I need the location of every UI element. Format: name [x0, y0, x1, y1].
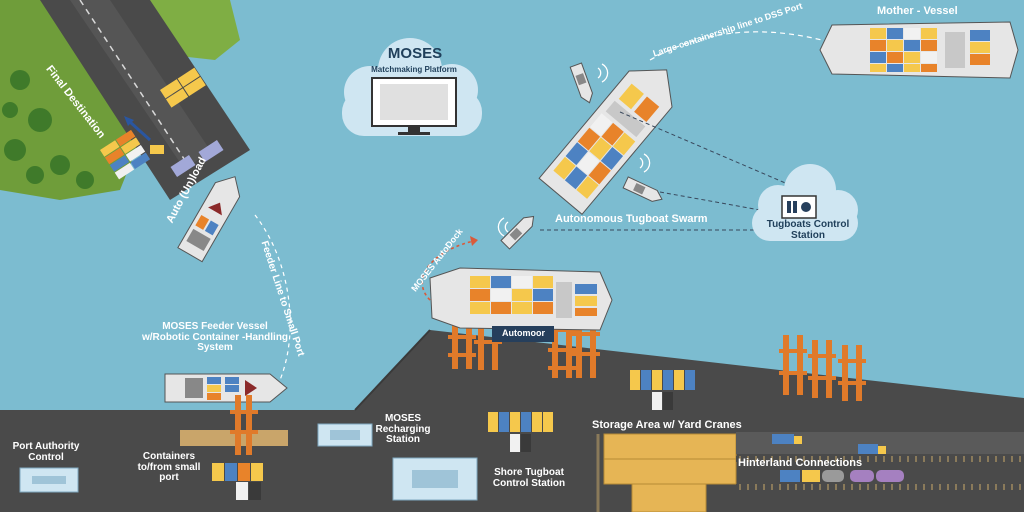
control-panel-icon: [781, 195, 817, 219]
automoor-box: [492, 326, 554, 342]
tugboats-control-station-label: Tugboats Control Station: [766, 219, 850, 241]
storage-area-lower: [631, 483, 707, 512]
direction-arrow: [128, 120, 152, 142]
hinterland-rail-top: [736, 456, 1024, 462]
autonomous-tugboat-swarm-label: Autonomous Tugboat Swarm: [555, 213, 708, 225]
mother-vessel: [819, 21, 1019, 79]
recharging-station-label: MOSES Recharging Station: [375, 413, 431, 445]
moses-logo: MOSES: [387, 45, 443, 62]
hinterland-connections-label: Hinterland Connections: [738, 457, 863, 469]
feeder-line-route: [254, 214, 291, 381]
tugboat-2: [622, 176, 663, 202]
tugboat-1: [569, 62, 593, 104]
pier-truck: [150, 145, 164, 154]
moses-feeder-vessel-label: MOSES Feeder Vessel w/Robotic Container …: [141, 321, 289, 353]
mother-vessel-label: Mother - Vessel: [877, 5, 958, 17]
small-port-crane: [230, 395, 258, 455]
pier-containers-2: [160, 67, 206, 108]
pier-lane-line: [79, 0, 191, 169]
tug-control-line-1: [619, 111, 791, 186]
small-port-dock: [180, 430, 288, 446]
large-containership-route: [649, 31, 841, 61]
truck-icon-2: [858, 444, 886, 454]
automoor-label: Automoor: [502, 328, 545, 338]
wifi-signal-icon: [497, 63, 651, 237]
quay-edge: [354, 329, 431, 411]
docked-containership: [429, 267, 613, 331]
tugboat-3: [500, 215, 535, 250]
autodock-arrowhead: [470, 236, 478, 246]
hinterland-road: [736, 432, 1024, 454]
pier-containers: [100, 129, 151, 180]
port-authority-detail: [32, 476, 66, 484]
assisted-containership: [538, 69, 673, 215]
middle-yard-containers: [488, 412, 553, 452]
pier-highlight: [70, 0, 210, 170]
quay-cranes: [448, 305, 866, 401]
hinterland-rail-bottom: [736, 484, 1024, 490]
feeder-ship-unload: [177, 176, 241, 263]
train-icon: [780, 470, 904, 482]
shore-tugboat-control-label: Shore Tugboat Control Station: [492, 467, 566, 489]
truck-icon: [772, 434, 802, 444]
pier-bin-1: [198, 139, 224, 163]
port-authority-control-label: Port Authority Control: [12, 441, 80, 463]
small-port-containers: [212, 463, 263, 500]
autodock-arc: [421, 239, 479, 301]
storage-area-label: Storage Area w/ Yard Cranes: [592, 419, 742, 431]
containers-small-port-label: Containers to/from small port: [137, 451, 201, 483]
yard-containers-right: [630, 370, 695, 410]
moses-feeder-vessel: [164, 373, 288, 403]
tug-control-line-2: [659, 191, 761, 211]
shore-tugboat-detail: [412, 470, 458, 488]
matchmaking-platform-label: Matchmaking Platform: [371, 65, 457, 74]
pier-bin-2: [170, 154, 196, 178]
recharging-station-detail: [330, 430, 360, 440]
direction-arrowhead: [124, 116, 134, 126]
monitor-icon: [371, 77, 457, 135]
